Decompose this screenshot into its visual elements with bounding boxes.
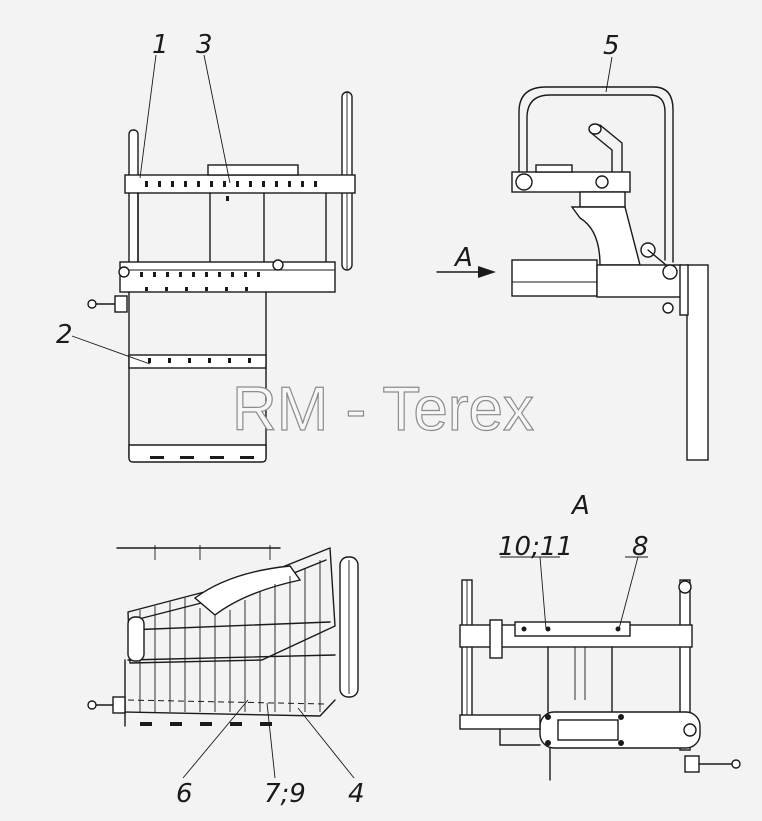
middle-step-holes: [140, 272, 260, 291]
isometric-view: [87, 545, 359, 727]
callout-7-9: 7;9: [264, 779, 306, 809]
callout-6: 6: [176, 779, 193, 809]
side-view: [436, 86, 709, 461]
callout-2: 2: [56, 320, 73, 350]
view-a: [459, 579, 741, 781]
callout-10-11: 10;11: [498, 532, 573, 562]
view-arrow-label: A: [453, 243, 473, 273]
leader-lines: [71, 54, 648, 779]
front-view: [87, 91, 356, 463]
callout-3: 3: [196, 30, 213, 60]
top-step-holes: [145, 181, 317, 201]
callout-8: 8: [632, 532, 649, 562]
callout-5: 5: [603, 31, 620, 61]
callout-1: 1: [152, 30, 169, 60]
callout-4: 4: [348, 779, 365, 809]
view-a-title: A: [570, 491, 590, 521]
watermark-text: RM - Terex: [232, 375, 534, 444]
